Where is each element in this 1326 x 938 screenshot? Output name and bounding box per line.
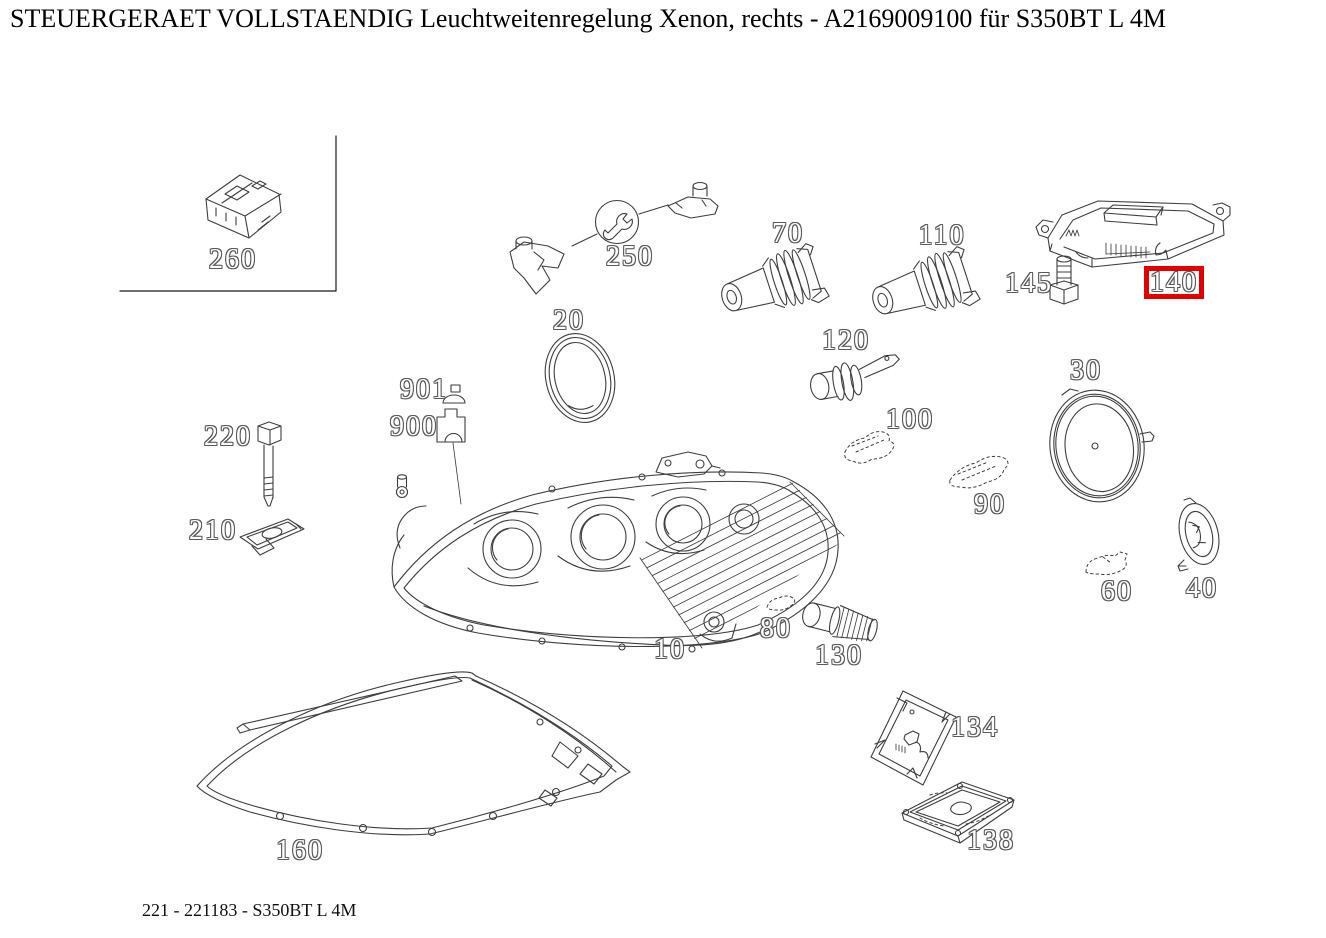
part-callout-134[interactable]: 134 xyxy=(951,712,999,743)
part-callout-220[interactable]: 220 xyxy=(204,421,252,452)
part-145-drawing xyxy=(1049,255,1079,305)
part-callout-140[interactable]: 140 xyxy=(1150,266,1198,298)
part-10-headlamp-drawing xyxy=(391,451,846,653)
part-220-drawing xyxy=(257,421,282,507)
part-210-drawing xyxy=(239,518,305,556)
part-30-drawing xyxy=(1049,388,1155,503)
part-callout-901[interactable]: 901 xyxy=(400,374,448,405)
part-110-drawing xyxy=(864,244,982,335)
wrench-icon xyxy=(602,213,633,241)
part-80-drawing xyxy=(766,595,796,611)
part-callout-130[interactable]: 130 xyxy=(815,640,863,671)
part-callout-30[interactable]: 30 xyxy=(1070,355,1102,386)
highlight-box: 140 xyxy=(1144,266,1204,299)
part-120-drawing xyxy=(810,354,900,401)
part-140-drawing xyxy=(1035,200,1231,268)
part-callout-120[interactable]: 120 xyxy=(822,325,870,356)
part-900-drawing xyxy=(436,408,466,505)
part-callout-10[interactable]: 10 xyxy=(654,634,686,665)
part-100-drawing xyxy=(844,431,895,464)
part-callout-110[interactable]: 110 xyxy=(918,220,966,251)
part-callout-250[interactable]: 250 xyxy=(606,241,654,272)
part-138-drawing xyxy=(901,781,1015,844)
part-20-drawing xyxy=(544,333,616,423)
part-callout-20[interactable]: 20 xyxy=(553,305,585,336)
part-60-drawing xyxy=(1085,551,1128,576)
page-title: STEUERGERAET VOLLSTAENDIG Leuchtweitenre… xyxy=(10,4,1166,33)
part-90-drawing xyxy=(949,455,1009,489)
part-callout-40[interactable]: 40 xyxy=(1186,573,1218,604)
part-callout-80[interactable]: 80 xyxy=(760,613,792,644)
catalog-reference-caption: 221 - 221183 - S350BT L 4M xyxy=(142,900,357,920)
part-callout-138[interactable]: 138 xyxy=(967,825,1015,856)
part-130-drawing xyxy=(802,602,878,642)
part-134-drawing xyxy=(870,690,957,786)
part-callout-160[interactable]: 160 xyxy=(276,835,324,866)
part-250-drawing xyxy=(509,181,719,295)
part-callout-70[interactable]: 70 xyxy=(772,218,804,249)
part-callout-145[interactable]: 145 xyxy=(1005,268,1053,299)
part-901-drawing xyxy=(442,384,466,404)
part-callout-260[interactable]: 260 xyxy=(209,244,257,275)
part-callout-60[interactable]: 60 xyxy=(1101,576,1133,607)
part-callout-100[interactable]: 100 xyxy=(886,404,934,435)
part-callout-90[interactable]: 90 xyxy=(974,489,1006,520)
part-callout-900[interactable]: 900 xyxy=(390,411,438,442)
part-callout-210[interactable]: 210 xyxy=(189,515,237,546)
part-160-lens-drawing xyxy=(196,671,631,837)
part-70-drawing xyxy=(721,243,830,312)
part-40-drawing xyxy=(1177,497,1220,572)
part-260-drawing xyxy=(205,174,282,239)
inset-frame xyxy=(119,135,337,292)
